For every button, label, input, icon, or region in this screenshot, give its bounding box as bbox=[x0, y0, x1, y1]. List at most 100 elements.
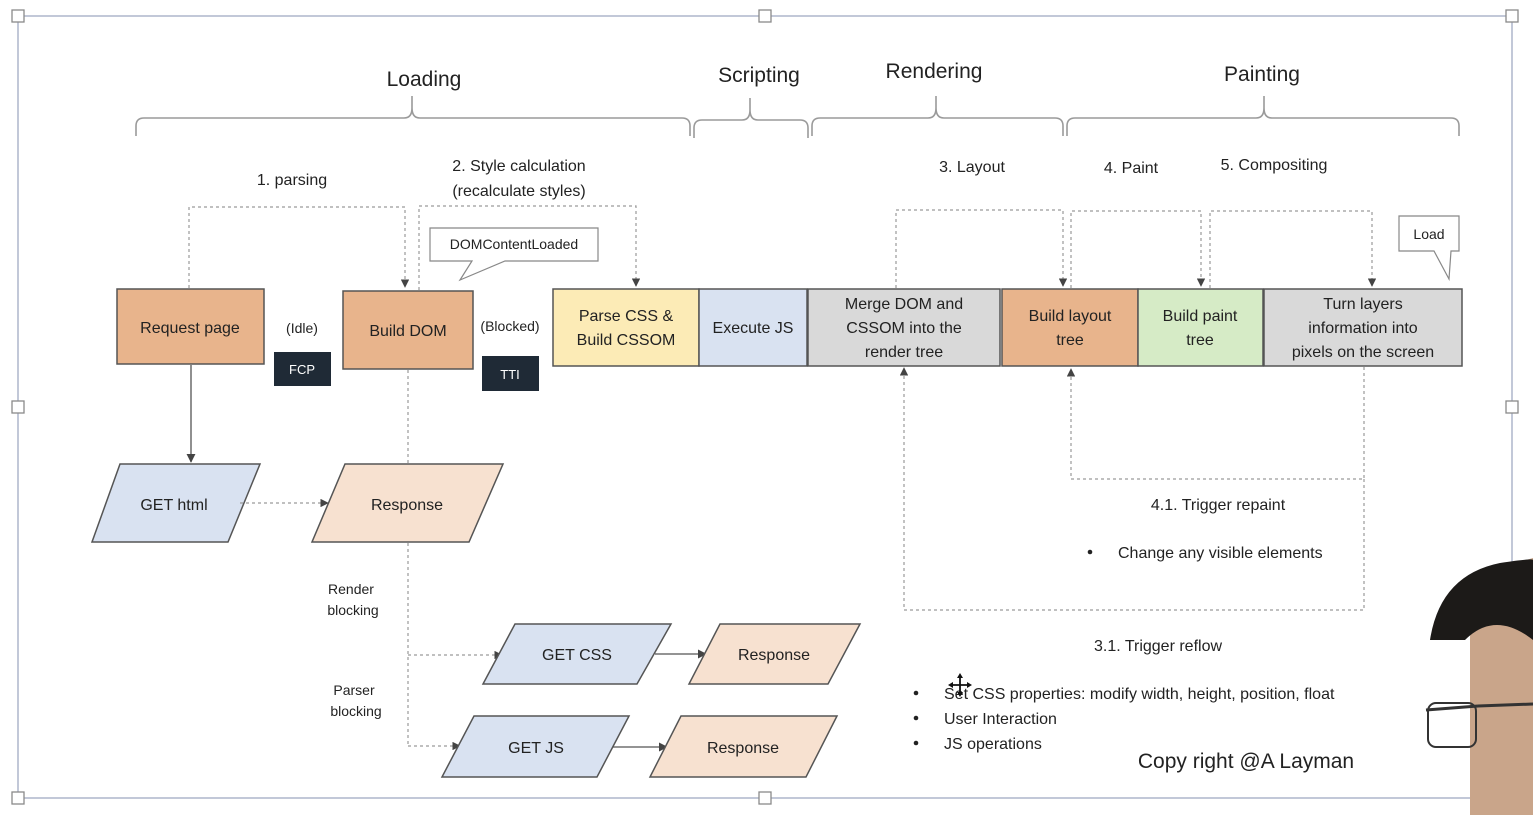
brace-painting bbox=[1066, 96, 1460, 136]
loop-trigger-repaint bbox=[1066, 367, 1365, 480]
shape-get-html-shape bbox=[90, 463, 262, 543]
box-execute-js-label: Execute JS bbox=[713, 320, 794, 337]
box-paint-label-1: Build paint bbox=[1163, 308, 1238, 325]
box-layout-label-2: tree bbox=[1056, 332, 1084, 349]
box-execute-js[interactable]: Execute JS bbox=[698, 288, 808, 367]
step-style-calculation: 2. Style calculation bbox=[452, 158, 585, 175]
connector-parsing bbox=[188, 206, 410, 288]
presenter-webcam-overlay bbox=[1425, 558, 1533, 815]
box-parse-css[interactable]: Parse CSS & Build CSSOM bbox=[552, 288, 700, 367]
reflow-item-3: JS operations bbox=[944, 736, 1042, 753]
connector-style bbox=[418, 205, 641, 290]
box-build-dom[interactable]: Build DOM bbox=[342, 290, 474, 370]
badge-tti: TTI bbox=[482, 356, 539, 391]
get-js-label: GET JS bbox=[508, 740, 564, 757]
resize-handle-bottom[interactable] bbox=[758, 791, 772, 805]
step-layout: 3. Layout bbox=[939, 159, 1005, 176]
response-js-label: Response bbox=[707, 740, 779, 757]
brace-scripting bbox=[693, 98, 809, 138]
box-execute-js-shape bbox=[698, 288, 808, 367]
loop-trigger-reflow bbox=[899, 367, 1365, 611]
render-blocking-label-1: Render bbox=[328, 581, 374, 597]
box-paint-label-2: tree bbox=[1186, 332, 1214, 349]
box-merge-label-1: Merge DOM and bbox=[845, 296, 963, 313]
repaint-bullet bbox=[1087, 549, 1093, 555]
phase-loading: Loading bbox=[387, 68, 462, 91]
box-request-page-label: Request page bbox=[140, 320, 240, 337]
box-request-page-shape bbox=[116, 288, 265, 365]
brace-rendering bbox=[811, 96, 1064, 136]
box-compositing[interactable]: Turn layers information into pixels on t… bbox=[1263, 288, 1463, 367]
callout-dom-content-loaded: DOMContentLoaded bbox=[429, 227, 599, 282]
box-compositing-shape bbox=[1263, 288, 1463, 367]
shape-get-js[interactable]: GET JS bbox=[440, 715, 631, 778]
box-build-paint-tree-shape bbox=[1137, 288, 1264, 367]
get-html-label: GET html bbox=[140, 497, 207, 514]
resize-handle-left[interactable] bbox=[11, 400, 25, 414]
trigger-reflow-title: 3.1. Trigger reflow bbox=[1094, 638, 1223, 655]
reflow-item-2: User Interaction bbox=[944, 711, 1057, 728]
box-composite-label-1: Turn layers bbox=[1323, 296, 1402, 313]
box-merge-render-tree-shape bbox=[807, 288, 1001, 367]
selection-frame[interactable] bbox=[11, 9, 1519, 805]
connector-layout bbox=[895, 209, 1068, 288]
box-parse-css-label-2: Build CSSOM bbox=[577, 332, 676, 349]
get-css-label: GET CSS bbox=[542, 647, 612, 664]
parser-blocking-label-1: Parser bbox=[333, 682, 375, 698]
box-parse-css-label-1: Parse CSS & bbox=[579, 308, 674, 325]
step-parsing: 1. parsing bbox=[257, 172, 327, 189]
phase-painting: Painting bbox=[1224, 63, 1300, 86]
box-build-layout-tree-shape bbox=[1001, 288, 1139, 367]
shape-get-html[interactable]: GET html bbox=[90, 463, 262, 543]
dom-content-loaded-label: DOMContentLoaded bbox=[450, 236, 578, 252]
connector-paint bbox=[1070, 210, 1206, 288]
resize-handle-top-left[interactable] bbox=[11, 9, 25, 23]
box-build-paint-tree[interactable]: Build paint tree bbox=[1137, 288, 1264, 367]
resize-handle-top-right[interactable] bbox=[1505, 9, 1519, 23]
response-html-label: Response bbox=[371, 497, 443, 514]
brace-loading bbox=[135, 96, 691, 136]
move-cursor-icon bbox=[948, 673, 972, 697]
badge-fcp-shape bbox=[274, 352, 331, 386]
badge-fcp-label: FCP bbox=[289, 362, 315, 377]
state-idle: (Idle) bbox=[286, 320, 318, 336]
reflow-bullet-3 bbox=[913, 740, 919, 746]
resize-handle-bottom-left[interactable] bbox=[11, 791, 25, 805]
shape-get-css-shape bbox=[481, 623, 673, 685]
render-blocking-label-2: blocking bbox=[327, 602, 378, 618]
badge-tti-shape bbox=[482, 356, 539, 391]
box-layout-label-1: Build layout bbox=[1029, 308, 1112, 325]
shape-response-css-shape bbox=[687, 623, 862, 685]
parser-blocking-label-2: blocking bbox=[330, 703, 381, 719]
badge-tti-label: TTI bbox=[500, 367, 520, 382]
shape-response-html[interactable]: Response bbox=[310, 463, 505, 543]
shape-get-js-shape bbox=[440, 715, 631, 778]
shape-get-css[interactable]: GET CSS bbox=[481, 623, 673, 685]
response-css-label: Response bbox=[738, 647, 810, 664]
reflow-bullet-1 bbox=[913, 690, 919, 696]
callout-load: Load bbox=[1398, 215, 1460, 282]
connector-compositing bbox=[1209, 210, 1377, 288]
phase-rendering: Rendering bbox=[886, 60, 983, 83]
shape-response-html-shape bbox=[310, 463, 505, 543]
box-build-dom-shape bbox=[342, 290, 474, 370]
step-compositing: 5. Compositing bbox=[1221, 157, 1328, 174]
box-request-page[interactable]: Request page bbox=[116, 288, 265, 365]
box-merge-label-2: CSSOM into the bbox=[846, 320, 962, 337]
shape-response-css[interactable]: Response bbox=[687, 623, 862, 685]
box-composite-label-3: pixels on the screen bbox=[1292, 344, 1434, 361]
resize-handle-top[interactable] bbox=[758, 9, 772, 23]
resize-handle-right[interactable] bbox=[1505, 400, 1519, 414]
box-merge-label-3: render tree bbox=[865, 344, 943, 361]
shape-response-js[interactable]: Response bbox=[648, 715, 839, 778]
box-build-layout-tree[interactable]: Build layout tree bbox=[1001, 288, 1139, 367]
box-parse-css-shape bbox=[552, 288, 700, 367]
step-style-calculation-sub: (recalculate styles) bbox=[452, 183, 585, 200]
box-composite-label-2: information into bbox=[1308, 320, 1417, 337]
trigger-repaint-title: 4.1. Trigger repaint bbox=[1151, 497, 1286, 514]
phase-scripting: Scripting bbox=[718, 64, 800, 87]
reflow-item-1: Set CSS properties: modify width, height… bbox=[944, 686, 1335, 703]
repaint-item: Change any visible elements bbox=[1118, 545, 1323, 562]
box-merge-render-tree[interactable]: Merge DOM and CSSOM into the render tree bbox=[807, 288, 1001, 367]
